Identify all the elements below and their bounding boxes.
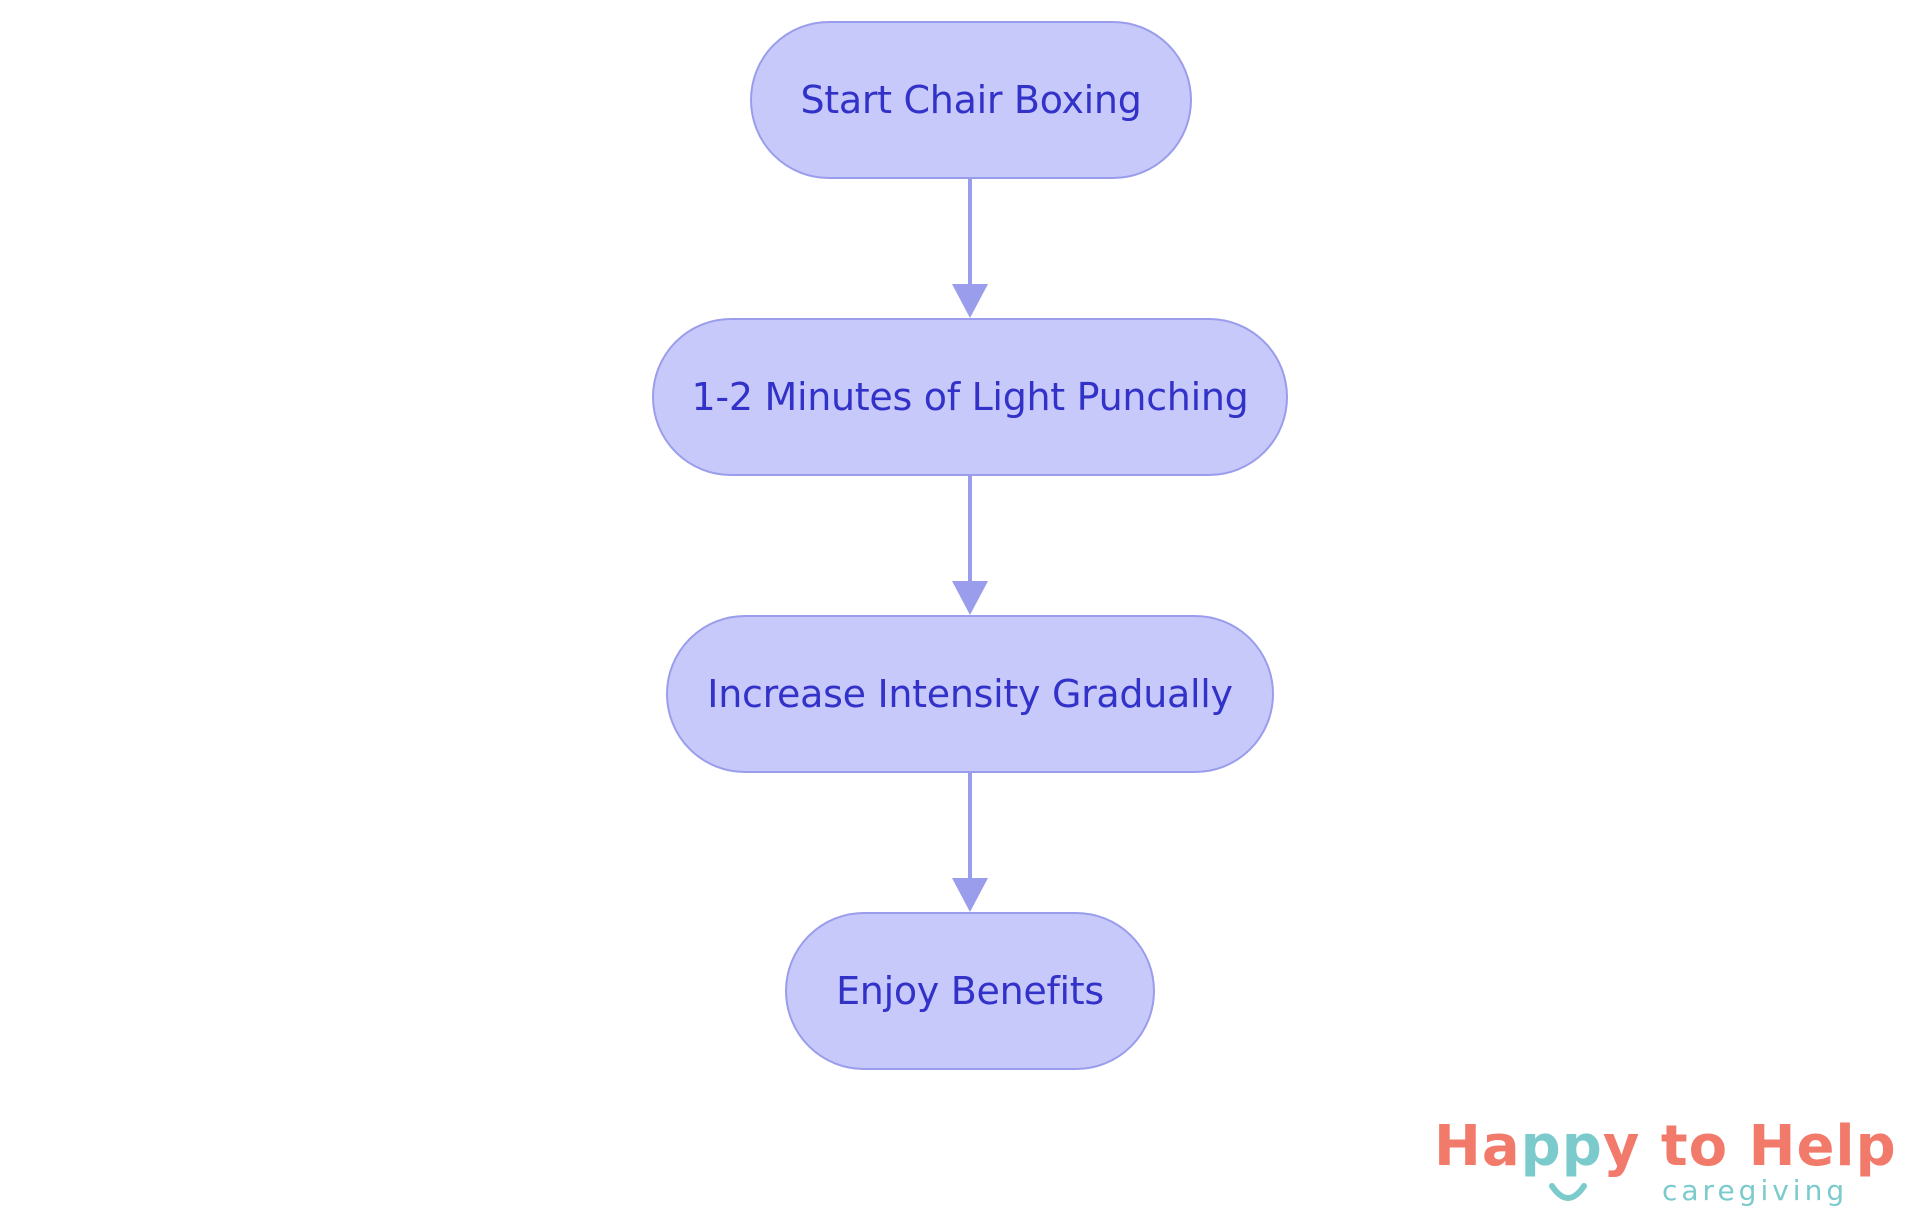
arrowhead-icon (952, 581, 988, 615)
arrowhead-icon (952, 878, 988, 912)
node-enjoy-benefits: Enjoy Benefits (785, 912, 1155, 1070)
node-label: Increase Intensity Gradually (707, 672, 1233, 716)
logo-wordmark: Happy to Help (1434, 1112, 1897, 1182)
edge-start-to-warmup (952, 179, 988, 318)
node-start-chair-boxing: Start Chair Boxing (750, 21, 1192, 179)
logo-text-y: y (1602, 1114, 1641, 1179)
edge-warmup-to-increase (952, 476, 988, 615)
logo-text-pp: pp (1520, 1114, 1603, 1179)
logo-text-to-help: to Help (1640, 1114, 1897, 1179)
brand-logo: Happy to Help caregiving (1430, 1112, 1900, 1212)
node-label: 1-2 Minutes of Light Punching (691, 375, 1249, 419)
node-label: Start Chair Boxing (800, 78, 1142, 122)
logo-tagline: caregiving (1662, 1174, 1849, 1207)
node-label: Enjoy Benefits (836, 969, 1104, 1013)
smile-icon (1549, 1183, 1587, 1201)
arrowhead-icon (952, 284, 988, 318)
node-increase-intensity: Increase Intensity Gradually (666, 615, 1274, 773)
node-light-punching: 1-2 Minutes of Light Punching (652, 318, 1288, 476)
edge-increase-to-benefits (952, 773, 988, 912)
logo-text-ha: Ha (1434, 1114, 1521, 1179)
